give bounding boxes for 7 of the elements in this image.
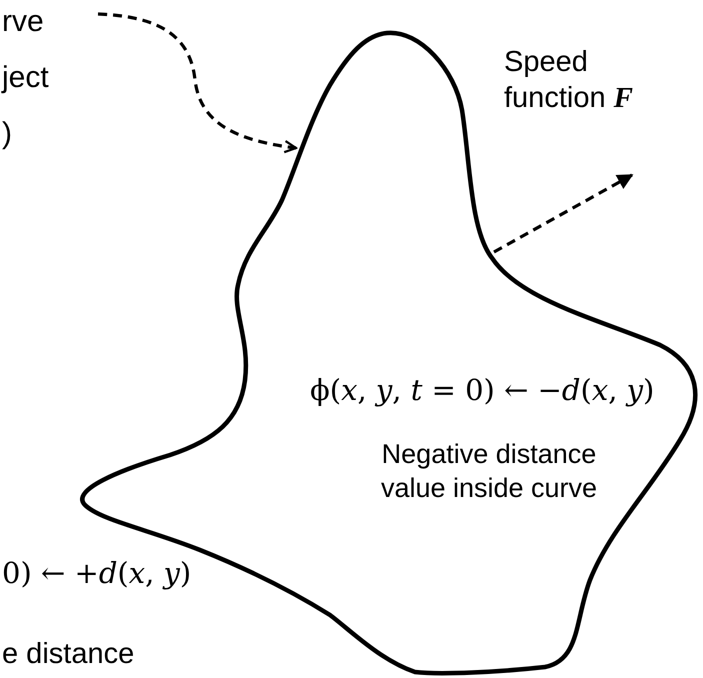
formula: ϕ(x, y, t = 0) ← −d(x, y) [310, 373, 654, 407]
formula: 0) ← +d(x, y) [2, 556, 192, 590]
speed-label: Speed function F [504, 45, 634, 116]
leader-arrow [98, 12, 298, 154]
curve-label: rve ject ) [2, 0, 58, 162]
region-note: Negative distance value inside curve [380, 438, 598, 505]
region-note: e distance [2, 637, 134, 672]
